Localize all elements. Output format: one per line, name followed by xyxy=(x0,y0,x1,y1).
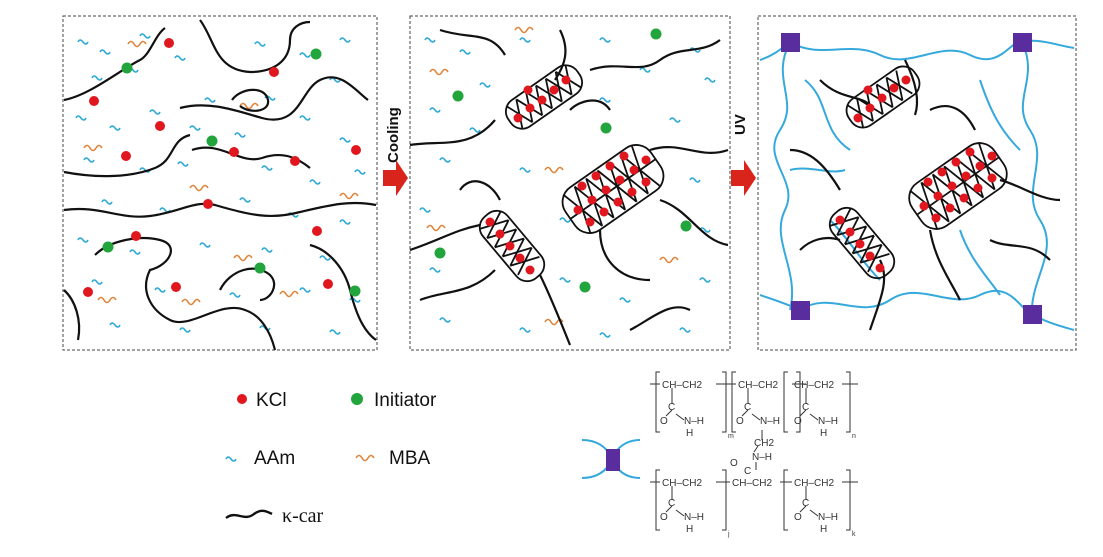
uv-step: UV xyxy=(731,114,756,196)
kcar-legend-icon xyxy=(225,509,273,520)
legend: KCl Initiator AAm MBA κ-car xyxy=(225,390,437,527)
kcl-ions-in-helix-2 xyxy=(485,75,651,275)
initiator-legend-label: Initiator xyxy=(374,390,437,411)
uv-label: UV xyxy=(732,114,749,135)
chem-c3: C xyxy=(802,402,809,413)
chem-t2: CH–CH2 xyxy=(738,380,778,391)
chem-bnh3: N–H xyxy=(818,512,838,523)
kcl-legend-icon xyxy=(237,394,247,404)
chem-bnh1: N–H xyxy=(684,512,704,523)
kcar-legend-label: κ-car xyxy=(282,505,323,527)
chem-b1: CH–CH2 xyxy=(662,478,702,489)
chem-t1: CH–CH2 xyxy=(662,380,702,391)
kcl-ions-in-helix-3 xyxy=(835,75,997,273)
kcl-legend-label: KCl xyxy=(256,390,287,411)
chem-bc3: C xyxy=(802,498,809,509)
chem-nh3: N–H xyxy=(818,416,838,427)
kcl-ions xyxy=(83,38,361,297)
kappa-carrageenan-chains-3 xyxy=(789,59,1061,331)
chem-j: j xyxy=(727,531,730,538)
chem-o1: O xyxy=(660,416,668,427)
chem-o3: O xyxy=(794,416,802,427)
chem-t3: CH–CH2 xyxy=(794,380,834,391)
crosslink-point-icon xyxy=(581,439,641,479)
cooling-label: Cooling xyxy=(385,107,402,163)
aam-legend-label: AAm xyxy=(254,448,295,469)
chem-ob: O xyxy=(730,458,738,469)
initiator-molecules xyxy=(102,48,361,297)
chem-nh1: N–H xyxy=(684,416,704,427)
panel-after-uv xyxy=(757,15,1077,351)
crosslinked-structure xyxy=(650,371,858,531)
structure-labels: CH–CH2 CH–CH2 CH–CH2 C C C O O O N–H N–H… xyxy=(660,380,856,538)
mba-legend-icon xyxy=(355,454,375,462)
chem-n: n xyxy=(852,433,856,440)
initiator-molecules-2 xyxy=(434,28,692,293)
cooling-step: Cooling xyxy=(383,107,408,196)
initiator-legend-icon xyxy=(351,393,363,405)
chem-c1: C xyxy=(668,402,675,413)
chem-k: k xyxy=(852,531,856,538)
chem-h3: H xyxy=(820,428,827,439)
chem-cb: C xyxy=(744,466,751,477)
chem-h1: H xyxy=(686,428,693,439)
chem-b2: CH–CH2 xyxy=(732,478,772,489)
chem-nh2: N–H xyxy=(760,416,780,427)
mba-legend-label: MBA xyxy=(389,448,431,469)
chem-bh3: H xyxy=(820,524,827,535)
panel-after-cooling xyxy=(409,15,731,351)
aam-legend-icon xyxy=(225,456,237,462)
chem-ch2: CH2 xyxy=(754,438,774,449)
chem-bc1: C xyxy=(668,498,675,509)
chem-bo1: O xyxy=(660,512,668,523)
chem-nhb: N–H xyxy=(752,452,772,463)
chem-bh1: H xyxy=(686,524,693,535)
chem-m: m xyxy=(728,433,734,440)
panel-initial-solution xyxy=(62,15,378,351)
kappa-carrageenan-chains-2 xyxy=(409,28,729,346)
chem-c2: C xyxy=(744,402,751,413)
chem-o2: O xyxy=(736,416,744,427)
chem-b3: CH–CH2 xyxy=(794,478,834,489)
pam-network-chains xyxy=(759,39,1075,331)
chem-bo3: O xyxy=(794,512,802,523)
cooling-arrow-icon xyxy=(383,160,408,196)
uv-arrow-icon xyxy=(731,160,756,196)
crosslink-points xyxy=(781,33,1042,324)
